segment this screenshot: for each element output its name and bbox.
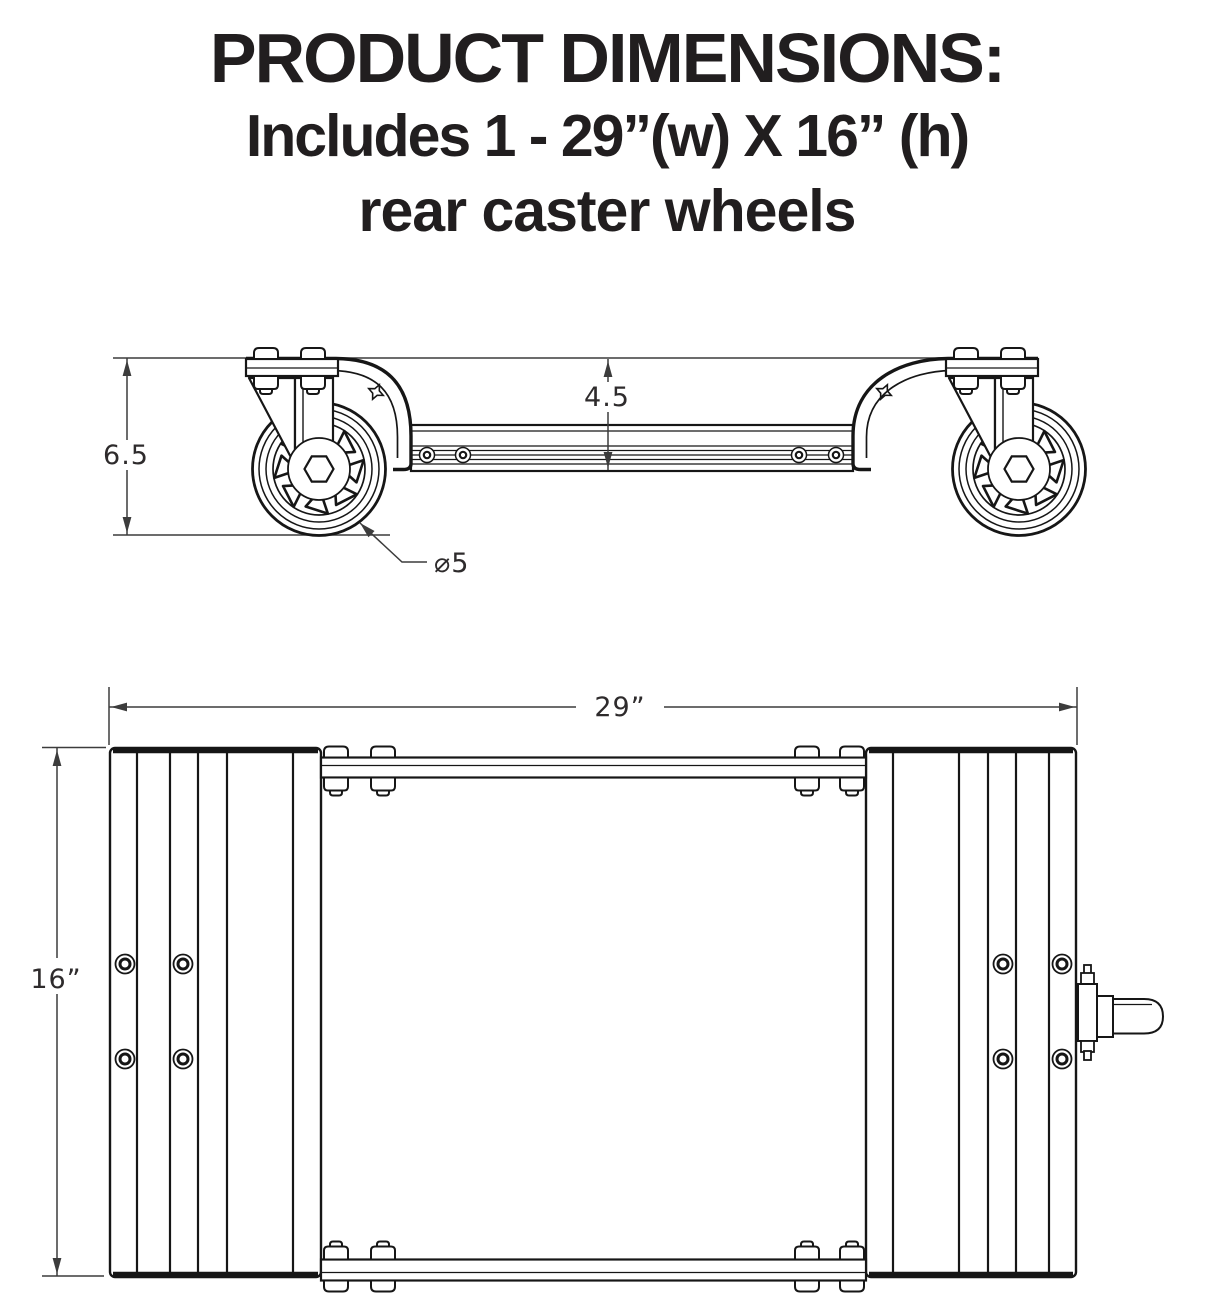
bolt-head: [323, 745, 349, 759]
bolt-nut: [370, 1240, 396, 1261]
top-cross-bar: [319, 745, 868, 797]
page-subtitle-caster: rear caster wheels: [358, 178, 857, 244]
dim-top-height: 16”: [26, 746, 106, 1277]
plate-rivet: [172, 1048, 194, 1070]
bolt-head: [839, 745, 865, 759]
bolt-nut: [794, 776, 820, 797]
right-caster-bracket: [851, 356, 1038, 472]
bolt-head: [370, 1279, 396, 1293]
plate-rivet: [172, 953, 194, 975]
bolt-head: [370, 745, 396, 759]
bottom-cross-bar: [319, 1240, 868, 1293]
bolt-nut: [794, 1240, 820, 1261]
left-caster-wheel: [249, 378, 386, 536]
dim-overall-height: 6.5: [100, 358, 154, 535]
plate-rivet: [1051, 1048, 1073, 1070]
dim-label-diameter-5: ⌀5: [434, 548, 469, 579]
plate-rivet: [992, 1048, 1014, 1070]
dim-top-width: 29”: [108, 687, 1078, 745]
right-side-plate: [864, 746, 1078, 1279]
dim-wheel-diameter: ⌀5: [356, 519, 469, 579]
plate-rivet: [114, 1048, 136, 1070]
dim-label-29: 29”: [594, 692, 645, 723]
left-side-plate: [108, 746, 323, 1279]
bolt-head: [323, 1279, 349, 1293]
bolt-nut: [370, 776, 396, 797]
plate-rivet: [114, 953, 136, 975]
title-block: PRODUCT DIMENSIONS: Includes 1 - 29”(w) …: [0, 18, 1214, 248]
dim-label-4-5: 4.5: [584, 382, 630, 413]
page-subtitle-dimensions: Includes 1 - 29”(w) X 16” (h): [245, 103, 970, 169]
plate-rivet: [992, 953, 1014, 975]
axle-stub: [1077, 964, 1165, 1061]
side-rail: [409, 423, 855, 473]
bolt-head: [794, 745, 820, 759]
rail-rivet: [418, 446, 436, 464]
bolt-nut: [839, 776, 865, 797]
bolt-nut: [323, 1240, 349, 1261]
plate-rivet: [1051, 953, 1073, 975]
rail-rivet: [827, 446, 845, 464]
rail-rivet: [454, 446, 472, 464]
bolt-head: [839, 1279, 865, 1293]
bolt-head: [794, 1279, 820, 1293]
dim-deck-height: 4.5: [581, 359, 634, 470]
dim-label-6-5: 6.5: [103, 440, 149, 471]
rail-rivet: [790, 446, 808, 464]
dim-label-16: 16”: [30, 964, 81, 995]
bolt-nut: [839, 1240, 865, 1261]
top-view: 29” 16”: [26, 687, 1165, 1293]
bolt-nut: [323, 776, 349, 797]
side-view: 6.5 4.5 ⌀5: [100, 348, 1086, 579]
right-caster-wheel: [949, 378, 1086, 536]
page-title: PRODUCT DIMENSIONS:: [209, 19, 1006, 97]
